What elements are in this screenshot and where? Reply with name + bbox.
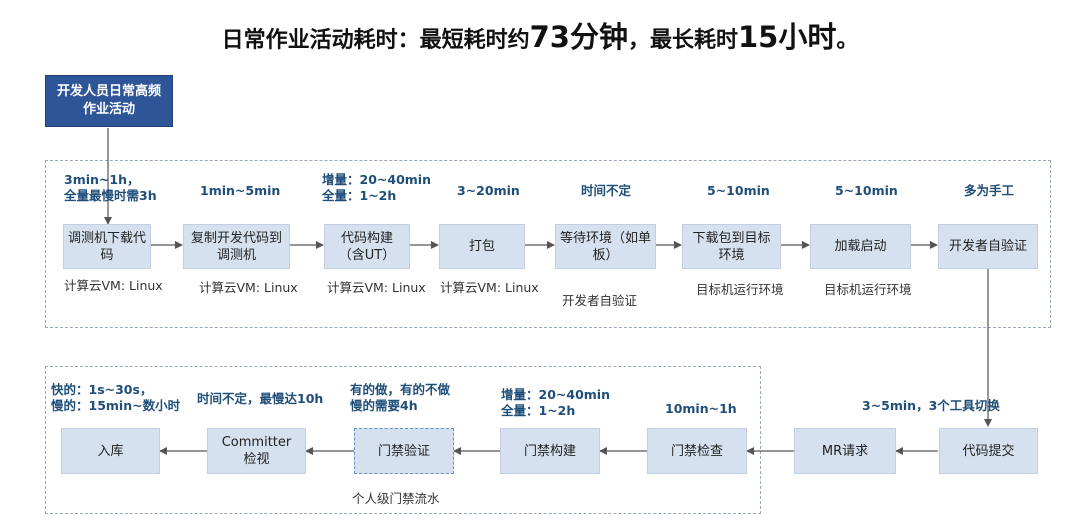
step-package: 打包 [439, 224, 525, 269]
committer-line2: 检视 [243, 452, 270, 467]
note-gate-verify: 有的做，有的不做慢的需要4h [350, 382, 450, 414]
step-copy-code: 复制开发代码到调测机 [183, 224, 290, 269]
note-line: 有的做，有的不做 [350, 382, 451, 397]
step-merge: 入库 [61, 428, 160, 474]
title-part1: 日常作业活动耗时：最短耗时约 [221, 28, 530, 53]
title-part3: 。 [836, 28, 859, 53]
note-download-to-target: 5~10min [707, 183, 770, 198]
note-code-submit: 3~5min，3个工具切换 [862, 398, 1000, 413]
sub-wait-env: 开发者自验证 [562, 293, 638, 308]
note-line: 快的：1s~30s， [51, 382, 153, 397]
step-mr-request: MR请求 [794, 428, 896, 474]
note-line: 慢的需要4h [350, 398, 418, 413]
region-top [45, 160, 1051, 328]
diagram-title: 日常作业活动耗时：最短耗时约73分钟，最长耗时15小时。 [0, 14, 1080, 56]
step-gate-verify: 门禁验证 [354, 428, 454, 474]
note-committer: 时间不定，最慢达10h [197, 391, 324, 406]
note-line: 全量：1~2h [501, 403, 576, 418]
note-package: 3~20min [457, 183, 520, 198]
sub-download-to-target: 目标机运行环境 [696, 282, 784, 297]
step-self-verify: 开发者自验证 [938, 224, 1038, 269]
title-max-value: 15小时 [738, 20, 837, 54]
sub-build-code: 计算云VM: Linux [327, 280, 426, 295]
step-gate-build: 门禁构建 [500, 428, 600, 474]
step-wait-env: 等待环境（如单板） [555, 224, 656, 269]
step-committer-review: Committer 检视 [207, 428, 306, 474]
note-line: 慢的：15min~数小时 [51, 398, 181, 413]
note-copy-code: 1min~5min [200, 183, 281, 198]
note-line: 增量：20~40min [322, 172, 431, 187]
committer-line1: Committer [221, 435, 292, 450]
step-build-code: 代码构建（含UT） [324, 224, 410, 269]
note-line: 3min~1h， [64, 172, 140, 187]
sub-load-start: 目标机运行环境 [824, 282, 912, 297]
step-code-submit: 代码提交 [939, 428, 1038, 474]
note-download-code: 3min~1h，全量最慢时需3h [64, 172, 157, 204]
title-min-value: 73分钟 [529, 20, 628, 54]
step-load-start: 加载启动 [810, 224, 911, 269]
note-line: 增量：20~40min [501, 387, 610, 402]
start-node: 开发人员日常高频作业活动 [45, 75, 173, 127]
region-bottom [45, 366, 761, 514]
sub-gate-verify: 个人级门禁流水 [352, 491, 440, 506]
sub-package: 计算云VM: Linux [440, 280, 539, 295]
sub-copy-code: 计算云VM: Linux [199, 280, 298, 295]
step-download-to-target: 下载包到目标环境 [682, 224, 781, 269]
note-gate-check: 10min~1h [665, 401, 737, 416]
note-line: 全量最慢时需3h [64, 188, 157, 203]
step-gate-check: 门禁检查 [647, 428, 747, 474]
note-line: 全量：1~2h [322, 188, 397, 203]
note-wait-env: 时间不定 [581, 183, 632, 198]
step-download-code: 调测机下载代码 [63, 224, 151, 269]
sub-download-code: 计算云VM: Linux [64, 278, 163, 293]
title-part2: ，最长耗时 [627, 28, 738, 53]
note-load-start: 5~10min [835, 183, 898, 198]
note-merge: 快的：1s~30s，慢的：15min~数小时 [51, 382, 180, 414]
note-self-verify: 多为手工 [964, 183, 1015, 198]
